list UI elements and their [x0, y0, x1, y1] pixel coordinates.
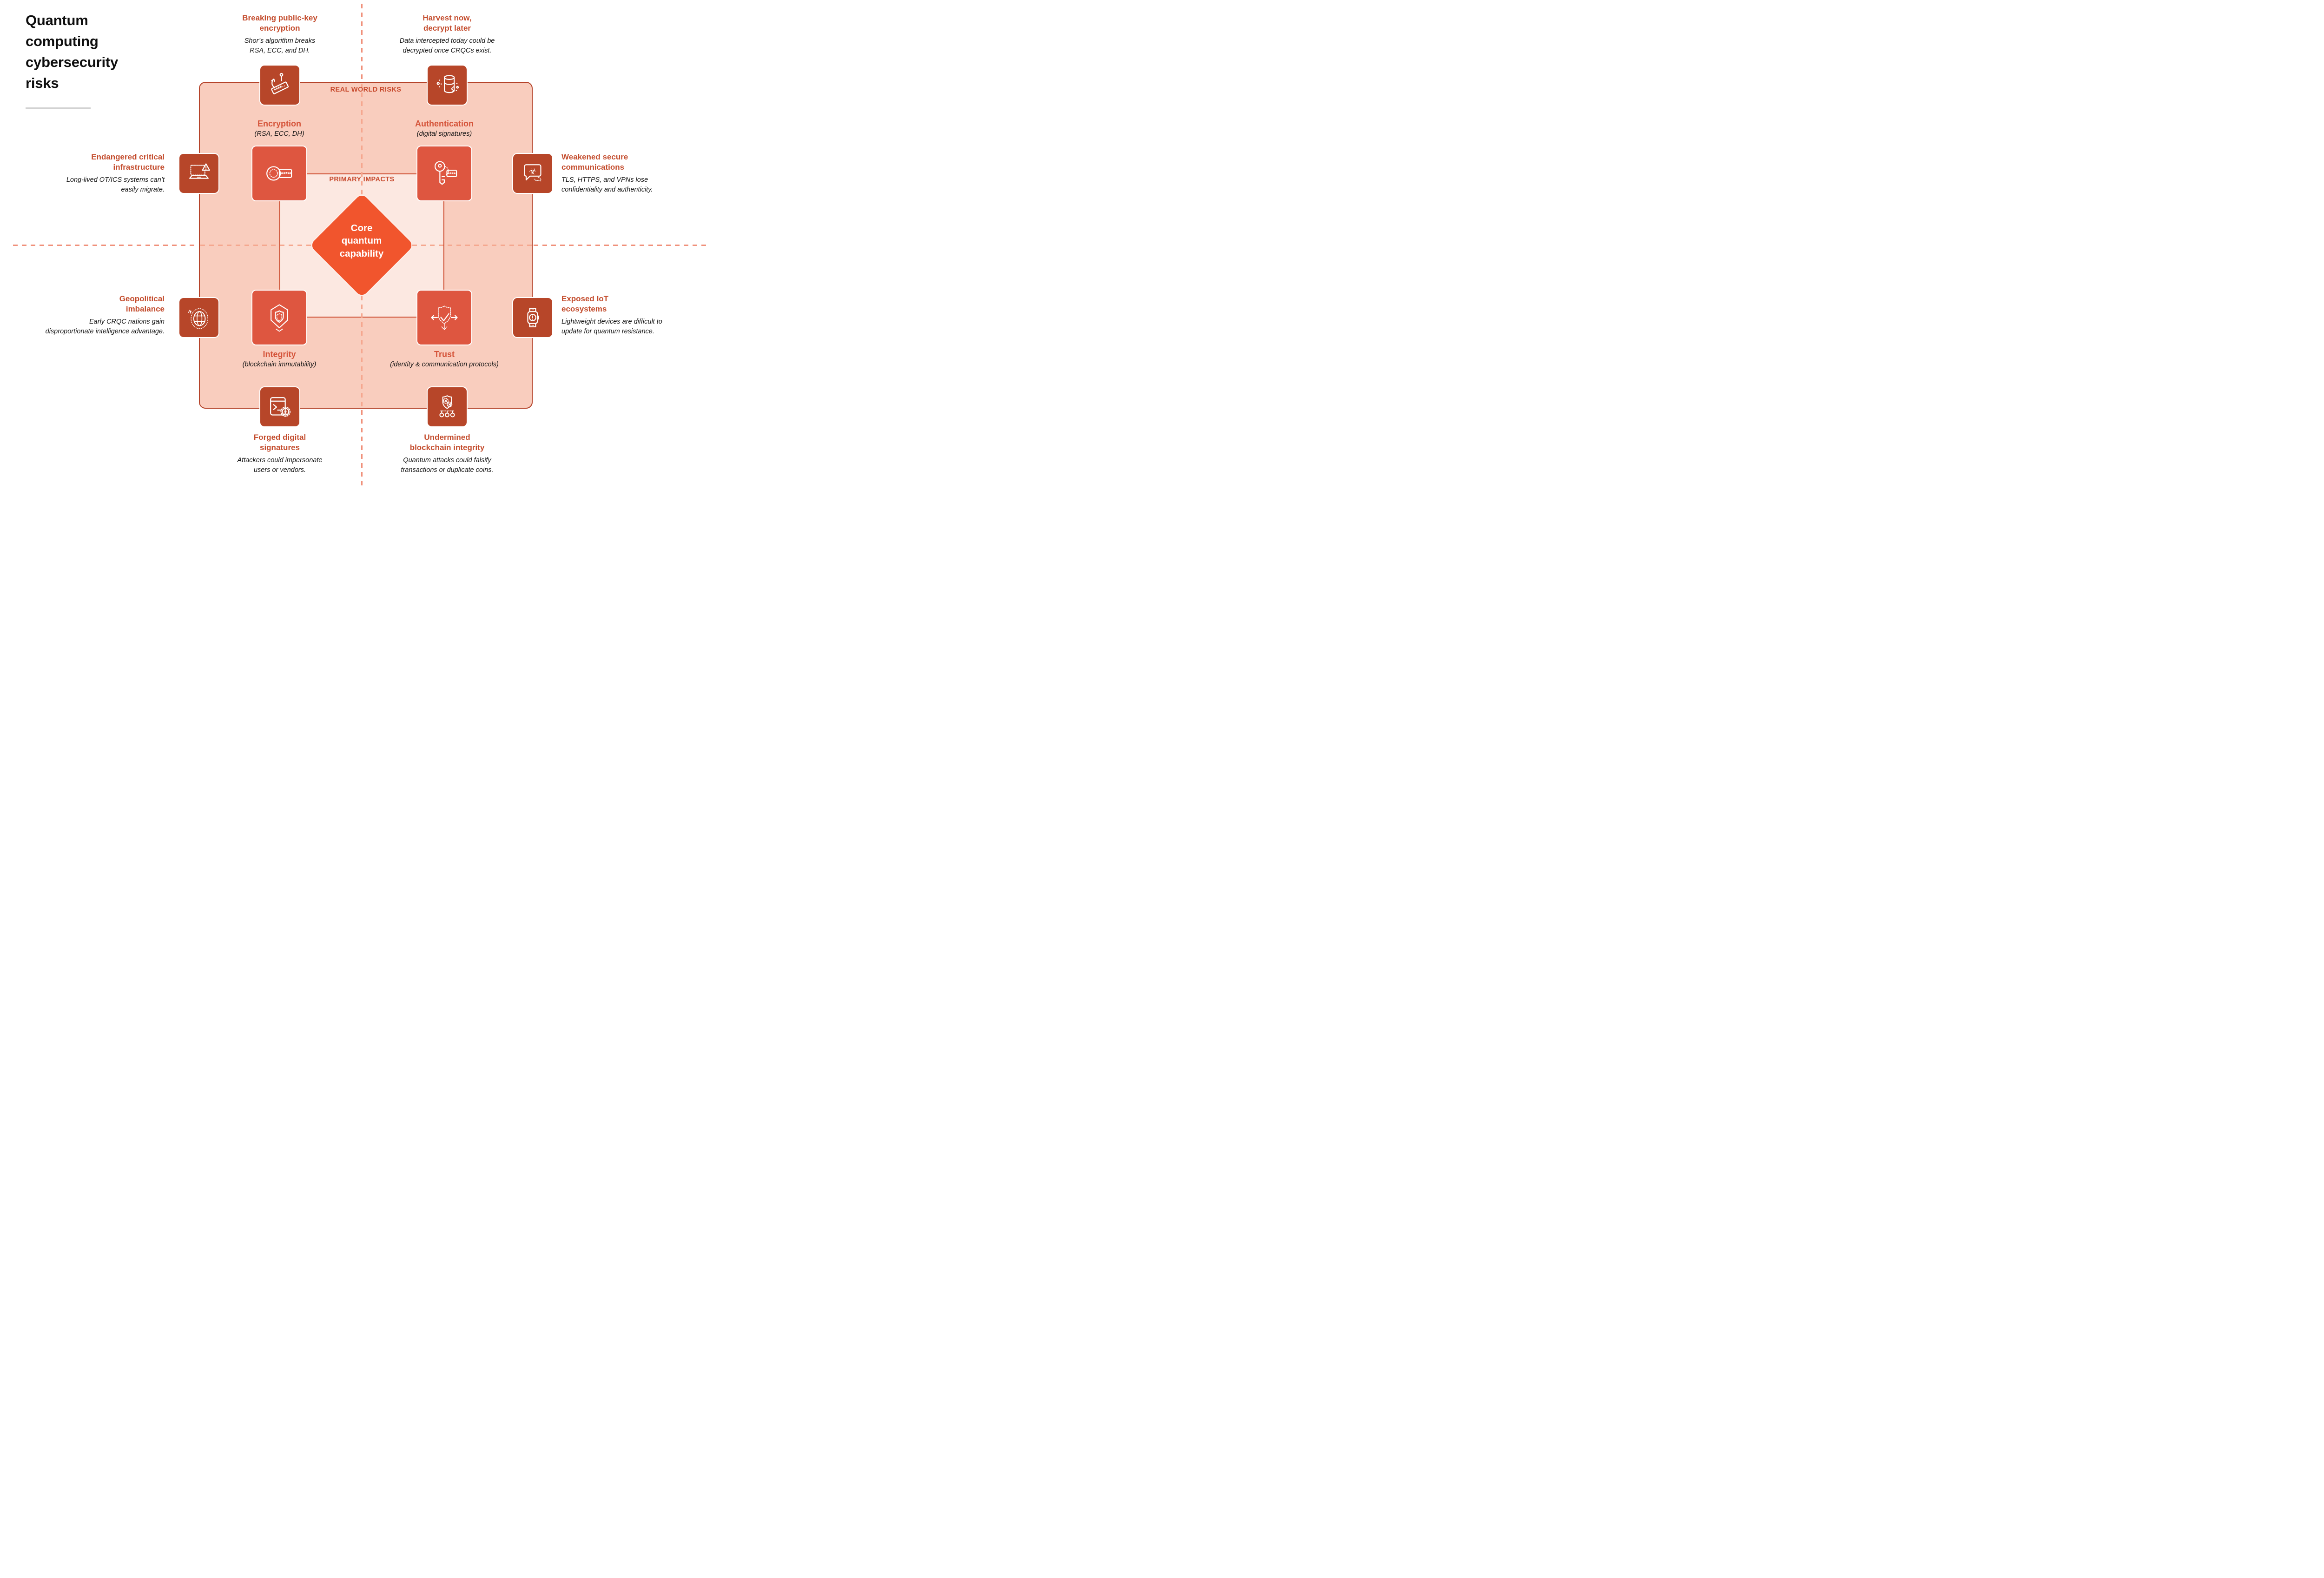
- risk-harvest: Harvest now, decrypt later Data intercep…: [372, 13, 522, 56]
- undermined-icon-square: [427, 386, 468, 427]
- forged-icon-square: ☣: [259, 386, 300, 427]
- encryption-label-group: Encryption (RSA, ECC, DH): [200, 119, 358, 138]
- database-harvest-icon: [434, 72, 460, 98]
- encryption-sublabel: (RSA, ECC, DH): [254, 130, 304, 138]
- svg-text:✈: ✈: [187, 308, 194, 316]
- vertical-dashed-line-bottom: [361, 410, 363, 485]
- risk-weakened-heading: Weakened secure communications: [561, 152, 628, 172]
- terminal-malware-icon: ☣: [267, 394, 293, 420]
- risk-undermined: Undermined blockchain integrity Quantum …: [372, 432, 522, 475]
- weakened-icon-square: ☣: [512, 153, 553, 194]
- risk-harvest-heading: Harvest now, decrypt later: [423, 13, 472, 33]
- hex-shield-icon: [264, 302, 295, 333]
- primary-impacts-label: PRIMARY IMPACTS: [329, 176, 395, 183]
- svg-text:****··: ****··: [273, 83, 287, 93]
- risk-breaking-heading: Breaking public-key encryption: [242, 13, 317, 33]
- trust-label-group: Trust (identity & communication protocol…: [365, 350, 523, 368]
- infographic-canvas: Quantum computing cybersecurity risks RE…: [0, 0, 719, 488]
- shield-check-arrows-icon: [429, 302, 460, 333]
- risk-weakened: Weakened secure communications TLS, HTTP…: [561, 152, 717, 195]
- smartwatch-alert-icon: [520, 305, 546, 331]
- risk-geopolitical-heading: Geopolitical imbalance: [119, 294, 165, 313]
- risk-exposed-body: Lightweight devices are difficult to upd…: [561, 318, 662, 336]
- risk-geopolitical: Geopolitical imbalance Early CRQC nation…: [14, 294, 165, 337]
- risk-breaking: Breaking public-key encryption Shor’s al…: [205, 13, 355, 56]
- risk-forged-body: Attackers could impersonate users or ven…: [237, 457, 323, 474]
- laptop-warning-icon: [186, 160, 212, 186]
- risk-undermined-body: Quantum attacks could falsify transactio…: [401, 457, 494, 474]
- risk-exposed: Exposed IoT ecosystems Lightweight devic…: [561, 294, 717, 337]
- page-title: Quantum computing cybersecurity risks: [26, 12, 119, 91]
- geopolitical-icon-square: ✈: [178, 297, 219, 338]
- integrity-label-group: Integrity (blockchain immutability): [200, 350, 358, 368]
- globe-plane-icon: ✈: [187, 308, 212, 331]
- risk-endangered-body: Long-lived OT/ICS systems can’t easily m…: [66, 176, 165, 194]
- authentication-label: Authentication: [415, 119, 474, 128]
- integrity-tile: [251, 290, 307, 345]
- phishing-hook-icon: ****··: [267, 72, 293, 98]
- risk-harvest-body: Data intercepted today could be decrypte…: [399, 37, 495, 55]
- risk-breaking-body: Shor’s algorithm breaks RSA, ECC, and DH…: [244, 37, 316, 55]
- svg-text:******: ******: [279, 171, 292, 178]
- core-quantum-label: Core quantum capability: [339, 223, 384, 259]
- exposed-icon-square: [512, 297, 553, 338]
- svg-text:☣: ☣: [529, 167, 537, 177]
- risk-forged: Forged digital signatures Attackers coul…: [205, 432, 355, 475]
- svg-text:****: ****: [448, 172, 456, 177]
- trust-sublabel: (identity & communication protocols): [390, 361, 499, 368]
- vertical-dashed-line-top: [361, 4, 363, 82]
- key-signature-icon: ****: [429, 158, 460, 189]
- risk-endangered-heading: Endangered critical infrastructure: [91, 152, 165, 172]
- encryption-tile: ******: [251, 146, 307, 201]
- trust-tile: [416, 290, 472, 345]
- encryption-label: Encryption: [257, 119, 301, 128]
- risk-forged-heading: Forged digital signatures: [253, 433, 306, 452]
- harvest-icon-square: [427, 65, 468, 106]
- integrity-sublabel: (blockchain immutability): [242, 361, 317, 368]
- real-world-risks-label: REAL WORLD RISKS: [330, 86, 402, 93]
- trust-label: Trust: [434, 350, 455, 359]
- risk-geopolitical-body: Early CRQC nations gain disproportionate…: [45, 318, 165, 336]
- horizontal-dashed-line-right: [534, 245, 706, 246]
- risk-endangered: Endangered critical infrastructure Long-…: [14, 152, 165, 195]
- endangered-icon-square: [178, 153, 219, 194]
- risk-undermined-heading: Undermined blockchain integrity: [409, 433, 485, 452]
- biohazard-chat-icon: ☣: [520, 160, 546, 186]
- breaking-icon-square: ****··: [259, 65, 300, 106]
- authentication-tile: ****: [416, 146, 472, 201]
- integrity-label: Integrity: [263, 350, 296, 359]
- svg-text:☣: ☣: [284, 410, 288, 415]
- key-password-icon: ******: [264, 158, 292, 189]
- title-underline: [26, 107, 91, 109]
- blockchain-gears-icon: [434, 394, 460, 420]
- risk-weakened-body: TLS, HTTPS, and VPNs lose confidentialit…: [561, 176, 653, 194]
- risk-exposed-heading: Exposed IoT ecosystems: [561, 294, 609, 313]
- authentication-sublabel: (digital signatures): [416, 130, 472, 138]
- horizontal-dashed-line-left: [13, 245, 198, 246]
- authentication-label-group: Authentication (digital signatures): [365, 119, 523, 138]
